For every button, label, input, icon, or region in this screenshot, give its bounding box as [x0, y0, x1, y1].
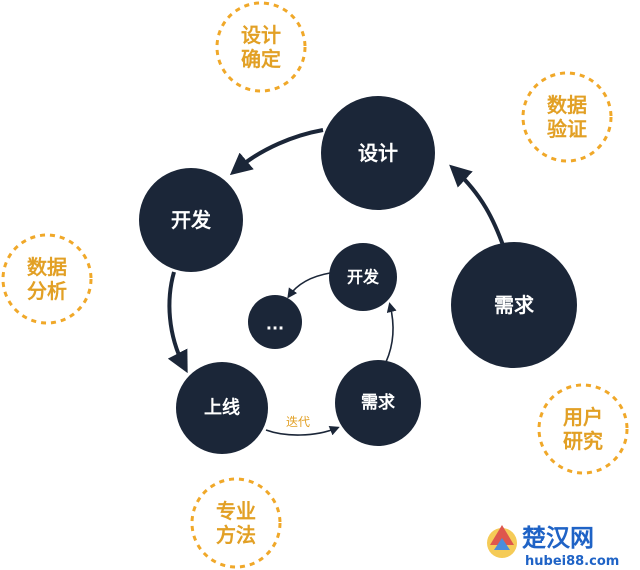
svg-text:需求: 需求 — [361, 392, 395, 413]
arrow-iterate-launch-to-requirement — [265, 426, 340, 436]
svg-text:设计: 设计 — [358, 141, 398, 165]
svg-text:确定: 确定 — [241, 47, 281, 71]
arrow-inner-requirement-to-develop — [385, 302, 397, 363]
watermark-logo-icon — [487, 525, 517, 558]
svg-text:数据: 数据 — [547, 93, 587, 117]
svg-text:验证: 验证 — [547, 117, 587, 141]
node-develop: 开发 — [139, 168, 243, 272]
svg-text:研究: 研究 — [563, 429, 603, 453]
bubble-data-verify: 数据 验证 — [521, 71, 613, 163]
watermark: 楚汉网 hubei88.com — [487, 524, 619, 569]
bubble-professional-method: 专业 方法 — [190, 477, 282, 569]
watermark-brand: 楚汉网 — [522, 524, 594, 552]
bubble-user-research: 用户 研究 — [537, 383, 629, 475]
svg-text:分析: 分析 — [27, 279, 67, 303]
node-launch: 上线 — [176, 362, 268, 454]
svg-text:开发: 开发 — [171, 208, 212, 232]
svg-text:数据: 数据 — [27, 255, 67, 279]
node-requirement: 需求 — [451, 242, 577, 368]
svg-text:方法: 方法 — [216, 523, 256, 547]
svg-text:...: ... — [266, 315, 284, 334]
arrow-requirement-to-design — [449, 164, 506, 249]
node-inner-develop: 开发 — [329, 243, 397, 311]
svg-text:需求: 需求 — [494, 293, 535, 317]
node-inner-requirement: 需求 — [335, 360, 421, 446]
bubble-data-analysis: 数据 分析 — [1, 233, 93, 325]
svg-text:上线: 上线 — [204, 397, 240, 419]
svg-text:设计: 设计 — [241, 23, 281, 47]
arrow-develop-to-launch — [167, 271, 188, 374]
svg-text:专业: 专业 — [216, 499, 256, 523]
watermark-url: hubei88.com — [525, 554, 619, 569]
svg-text:开发: 开发 — [347, 268, 380, 287]
arrow-design-to-develop — [229, 128, 324, 176]
arrow-inner-develop-to-ellipsis — [287, 272, 331, 299]
node-design: 设计 — [321, 96, 435, 210]
bubble-design-confirm: 设计 确定 — [215, 1, 307, 93]
node-inner-ellipsis: ... — [248, 295, 302, 349]
iterate-label: 迭代 — [286, 415, 310, 429]
svg-text:用户: 用户 — [563, 405, 603, 429]
